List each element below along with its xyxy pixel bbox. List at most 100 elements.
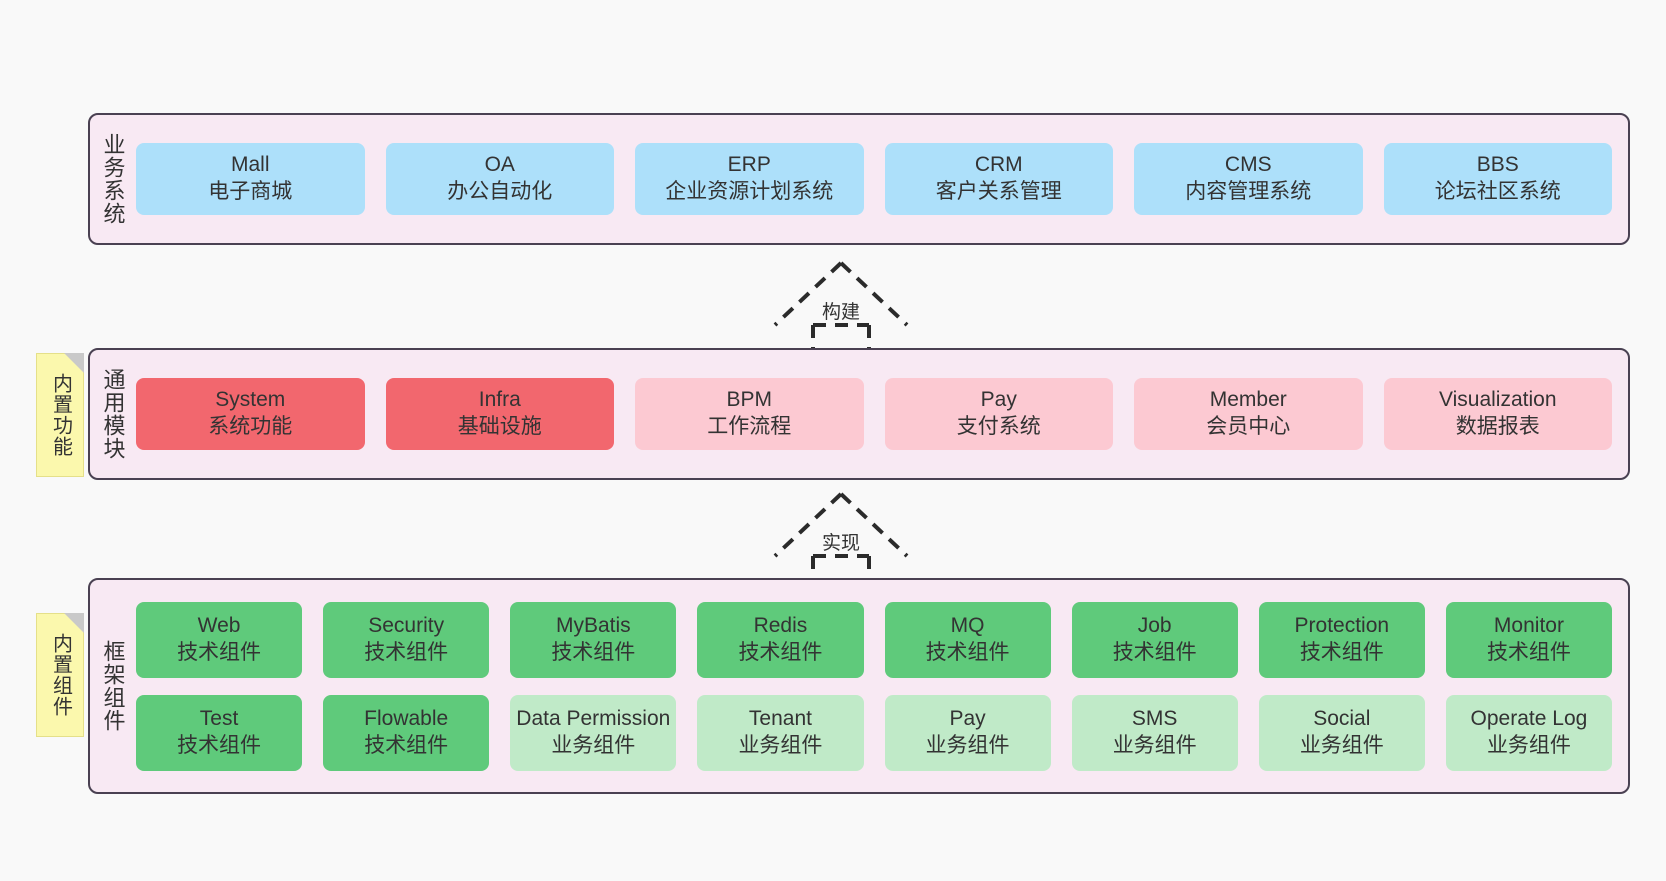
node-title: Data Permission	[516, 706, 671, 730]
node-sms[interactable]: SMS 业务组件	[1071, 694, 1238, 771]
node-subtitle: 企业资源计划系统	[665, 180, 834, 203]
node-title: SMS	[1131, 706, 1178, 730]
node-infra[interactable]: Infra 基础设施	[385, 378, 614, 450]
node-subtitle: 技术组件	[364, 733, 449, 757]
node-subtitle: 客户关系管理	[935, 180, 1062, 203]
node-subtitle: 业务组件	[551, 733, 636, 757]
node-title: Redis	[753, 613, 808, 637]
note-built-in-components: 内置组件	[36, 613, 84, 737]
node-cms[interactable]: CMS 内容管理系统	[1134, 143, 1363, 215]
node-redis[interactable]: Redis 技术组件	[697, 601, 864, 678]
node-title: OA	[484, 153, 515, 177]
node-social[interactable]: Social 业务组件	[1258, 694, 1425, 771]
note-label: 内置组件	[49, 633, 72, 717]
node-data-permission[interactable]: Data Permission 业务组件	[510, 694, 677, 771]
node-subtitle: 技术组件	[1112, 640, 1197, 664]
node-mq[interactable]: MQ 技术组件	[884, 601, 1051, 678]
node-subtitle: 会员中心	[1206, 415, 1291, 438]
connector-implement: 实现	[761, 488, 921, 583]
node-system[interactable]: System 系统功能	[136, 378, 365, 450]
node-title: Security	[368, 613, 445, 637]
node-title: System	[215, 388, 286, 412]
node-title: MyBatis	[555, 613, 631, 637]
node-subtitle: 系统功能	[208, 415, 293, 438]
node-title: Social	[1313, 706, 1371, 730]
node-member[interactable]: Member 会员中心	[1134, 378, 1363, 450]
layer-body-framework-components: Web 技术组件 Security 技术组件 MyBatis 技术组件 Redi…	[136, 580, 1628, 792]
node-flowable[interactable]: Flowable 技术组件	[323, 694, 490, 771]
node-subtitle: 业务组件	[1112, 733, 1197, 757]
node-job[interactable]: Job 技术组件	[1071, 601, 1238, 678]
node-visualization[interactable]: Visualization 数据报表	[1383, 378, 1612, 450]
node-row: Test 技术组件 Flowable 技术组件 Data Permission …	[136, 694, 1612, 771]
node-title: Pay	[980, 388, 1017, 412]
node-title: Tenant	[748, 706, 812, 730]
node-subtitle: 技术组件	[738, 640, 823, 664]
node-subtitle: 技术组件	[551, 640, 636, 664]
note-label: 内置功能	[49, 373, 72, 457]
node-row: Mall 电子商城 OA 办公自动化 ERP 企业资源计划系统 CRM 客户关系…	[136, 143, 1612, 215]
node-subtitle: 技术组件	[177, 733, 262, 757]
node-mall[interactable]: Mall 电子商城	[136, 143, 365, 215]
node-operate-log[interactable]: Operate Log 业务组件	[1445, 694, 1612, 771]
node-title: Operate Log	[1470, 706, 1588, 730]
node-oa[interactable]: OA 办公自动化	[385, 143, 614, 215]
note-built-in-functions: 内置功能	[36, 353, 84, 477]
node-subtitle: 电子商城	[208, 180, 293, 203]
node-bpm[interactable]: BPM 工作流程	[635, 378, 864, 450]
node-subtitle: 基础设施	[457, 415, 542, 438]
generalization-arrow-icon	[773, 261, 909, 352]
node-title: Monitor	[1493, 613, 1564, 637]
node-subtitle: 技术组件	[1486, 640, 1571, 664]
node-subtitle: 论坛社区系统	[1434, 180, 1561, 203]
node-crm[interactable]: CRM 客户关系管理	[884, 143, 1113, 215]
node-mybatis[interactable]: MyBatis 技术组件	[510, 601, 677, 678]
node-title: CRM	[974, 153, 1023, 177]
node-title: Member	[1209, 388, 1287, 412]
node-title: Visualization	[1438, 388, 1557, 412]
node-subtitle: 技术组件	[364, 640, 449, 664]
node-subtitle: 技术组件	[1299, 640, 1384, 664]
layer-label-common-modules: 通用模块	[100, 368, 126, 460]
node-title: Pay	[949, 706, 986, 730]
layer-framework-components: 框架组件 Web 技术组件 Security 技术组件 MyBatis 技术组件…	[88, 578, 1630, 794]
node-title: Job	[1137, 613, 1172, 637]
node-protection[interactable]: Protection 技术组件	[1258, 601, 1425, 678]
node-monitor[interactable]: Monitor 技术组件	[1445, 601, 1612, 678]
layer-label-business-systems: 业务系统	[100, 133, 126, 225]
layer-body-common-modules: System 系统功能 Infra 基础设施 BPM 工作流程 Pay 支付系统…	[136, 350, 1628, 478]
node-test[interactable]: Test 技术组件	[136, 694, 303, 771]
node-title: BBS	[1476, 153, 1519, 177]
node-pay[interactable]: Pay 支付系统	[884, 378, 1113, 450]
node-subtitle: 技术组件	[177, 640, 262, 664]
node-erp[interactable]: ERP 企业资源计划系统	[635, 143, 864, 215]
layer-business-systems: 业务系统 Mall 电子商城 OA 办公自动化 ERP 企业资源计划系统 CRM…	[88, 113, 1630, 245]
node-web[interactable]: Web 技术组件	[136, 601, 303, 678]
node-subtitle: 支付系统	[956, 415, 1041, 438]
node-subtitle: 数据报表	[1455, 415, 1540, 438]
node-title: Flowable	[364, 706, 449, 730]
node-tenant[interactable]: Tenant 业务组件	[697, 694, 864, 771]
node-title: ERP	[727, 153, 771, 177]
node-subtitle: 办公自动化	[447, 180, 553, 203]
node-subtitle: 业务组件	[1299, 733, 1384, 757]
connector-label: 构建	[821, 302, 861, 323]
node-bbs[interactable]: BBS 论坛社区系统	[1383, 143, 1612, 215]
node-title: Test	[199, 706, 239, 730]
node-row: Web 技术组件 Security 技术组件 MyBatis 技术组件 Redi…	[136, 601, 1612, 678]
node-security[interactable]: Security 技术组件	[323, 601, 490, 678]
layer-label-framework-components: 框架组件	[100, 640, 126, 732]
node-title: BPM	[726, 388, 772, 412]
node-subtitle: 内容管理系统	[1185, 180, 1312, 203]
node-title: MQ	[950, 613, 985, 637]
connector-build: 构建	[761, 257, 921, 352]
node-pay-business[interactable]: Pay 业务组件	[884, 694, 1051, 771]
connector-label: 实现	[821, 533, 861, 554]
node-title: CMS	[1224, 153, 1272, 177]
node-subtitle: 业务组件	[1486, 733, 1571, 757]
node-title: Protection	[1294, 613, 1390, 637]
layer-body-business-systems: Mall 电子商城 OA 办公自动化 ERP 企业资源计划系统 CRM 客户关系…	[136, 115, 1628, 243]
node-row: System 系统功能 Infra 基础设施 BPM 工作流程 Pay 支付系统…	[136, 378, 1612, 450]
node-subtitle: 工作流程	[707, 415, 792, 438]
